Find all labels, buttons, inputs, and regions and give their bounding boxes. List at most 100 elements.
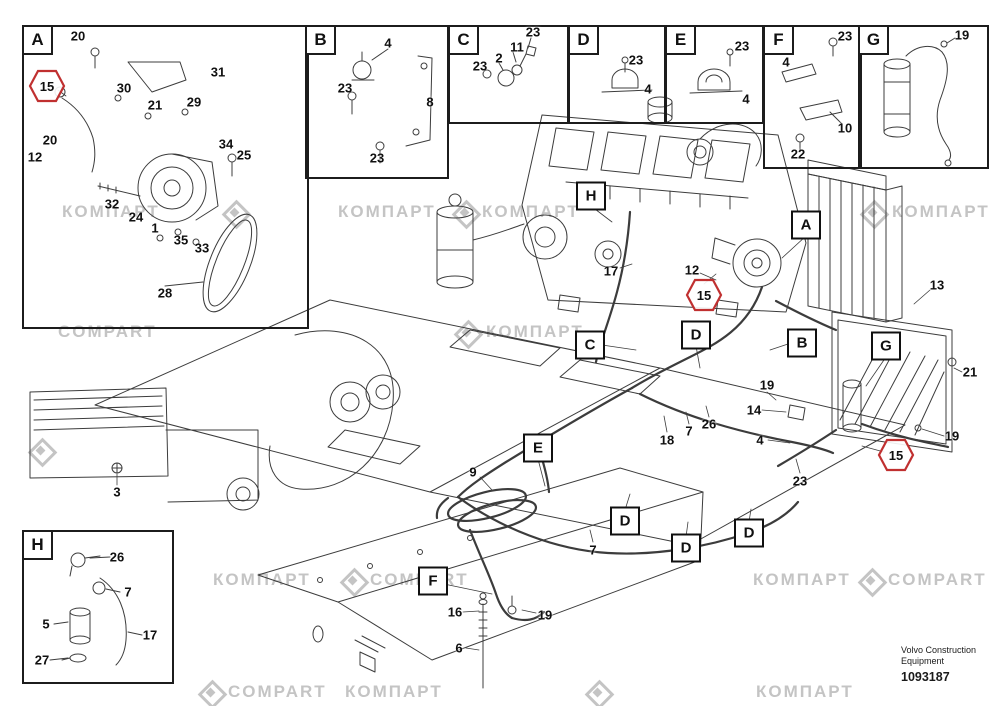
brand-name-line1: Volvo Construction bbox=[901, 645, 977, 655]
inset-label-F: F bbox=[763, 25, 794, 55]
inset-f-art bbox=[781, 37, 843, 151]
part-callout-21: 21 bbox=[147, 97, 163, 113]
publisher-block: Volvo Construction Equipment 1093187 bbox=[901, 645, 976, 684]
inset-label-E: E bbox=[665, 25, 696, 55]
compart-text-watermark: КОМПАРТ bbox=[62, 202, 160, 221]
ref-marker-F: F bbox=[418, 566, 448, 596]
ref-marker-H: H bbox=[576, 181, 606, 211]
ref-marker-G: G bbox=[871, 331, 901, 361]
inset-box-G: G bbox=[858, 25, 989, 169]
ref-marker-D: D bbox=[681, 320, 711, 350]
fitting-line-art bbox=[478, 592, 517, 689]
compart-text-watermark: COMPART bbox=[888, 570, 987, 589]
inset-box-C: C bbox=[448, 25, 569, 124]
part-callout-10: 10 bbox=[837, 120, 853, 136]
inset-label-H: H bbox=[22, 530, 53, 560]
part-callout-34: 34 bbox=[218, 136, 234, 152]
part-callout-23: 23 bbox=[792, 473, 808, 489]
inset-a-art bbox=[54, 47, 258, 313]
compart-text-watermark: КОМПАРТ bbox=[753, 570, 851, 589]
part-callout-35: 35 bbox=[173, 232, 189, 248]
part-callout-30: 30 bbox=[116, 80, 132, 96]
part-callout-25: 25 bbox=[236, 147, 252, 163]
doc-number: 1093187 bbox=[901, 670, 950, 684]
part-callout-26: 26 bbox=[109, 549, 125, 565]
part-callout-13: 13 bbox=[929, 277, 945, 293]
compart-text-watermark: КОМПАРТ bbox=[482, 202, 580, 221]
part-callout-27: 27 bbox=[34, 652, 50, 668]
part-callout-4: 4 bbox=[742, 91, 750, 107]
hexagon-outline bbox=[685, 278, 723, 312]
hexagon-outline bbox=[28, 69, 66, 103]
inset-d-art bbox=[601, 56, 653, 93]
cooling-line-art bbox=[787, 159, 957, 453]
inset-h-art bbox=[49, 552, 143, 666]
part-callout-7: 7 bbox=[589, 542, 597, 558]
ref-marker-D: D bbox=[671, 533, 701, 563]
part-callout-23: 23 bbox=[525, 24, 541, 40]
part-callout-12: 12 bbox=[684, 262, 700, 278]
inset-e-art bbox=[689, 48, 743, 94]
inset-label-B: B bbox=[305, 25, 336, 55]
part-callout-22: 22 bbox=[790, 146, 806, 162]
ref-marker-B: B bbox=[787, 328, 817, 358]
inset-label-D: D bbox=[568, 25, 599, 55]
hex-number: 15 bbox=[888, 447, 904, 463]
part-callout-12: 12 bbox=[27, 149, 43, 165]
inset-box-D: D bbox=[568, 25, 666, 124]
part-callout-23: 23 bbox=[837, 28, 853, 44]
ref-marker-E: E bbox=[523, 433, 553, 463]
part-callout-4: 4 bbox=[384, 35, 392, 51]
ref-marker-D: D bbox=[734, 518, 764, 548]
ref-marker-A: A bbox=[791, 210, 821, 240]
highlight-hexagon-15: 15 bbox=[877, 438, 915, 472]
inset-label-C: C bbox=[448, 25, 479, 55]
part-callout-16: 16 bbox=[447, 604, 463, 620]
part-callout-14: 14 bbox=[746, 402, 762, 418]
inset-b-art bbox=[347, 48, 433, 164]
ref-marker-D: D bbox=[610, 506, 640, 536]
part-callout-19: 19 bbox=[954, 27, 970, 43]
inset-box-F: F bbox=[763, 25, 862, 169]
ref-marker-C: C bbox=[575, 330, 605, 360]
part-callout-33: 33 bbox=[194, 240, 210, 256]
part-callout-4: 4 bbox=[756, 432, 764, 448]
inset-label-G: G bbox=[858, 25, 889, 55]
part-callout-24: 24 bbox=[128, 209, 144, 225]
compart-text-watermark: КОМПАРТ bbox=[345, 682, 443, 701]
part-callout-20: 20 bbox=[42, 132, 58, 148]
part-callout-1: 1 bbox=[151, 220, 159, 236]
brand-name-line2: Equipment bbox=[901, 656, 945, 666]
part-callout-31: 31 bbox=[210, 64, 226, 80]
part-callout-26: 26 bbox=[701, 416, 717, 432]
part-callout-20: 20 bbox=[70, 28, 86, 44]
inset-g-art bbox=[883, 37, 956, 167]
part-callout-6: 6 bbox=[455, 640, 463, 656]
part-callout-23: 23 bbox=[734, 38, 750, 54]
part-callout-5: 5 bbox=[42, 616, 50, 632]
compart-text-watermark: COMPART bbox=[58, 322, 157, 341]
part-callout-18: 18 bbox=[659, 432, 675, 448]
part-callout-3: 3 bbox=[113, 484, 121, 500]
hexagon-outline bbox=[877, 438, 915, 472]
part-callout-19: 19 bbox=[759, 377, 775, 393]
part-callout-17: 17 bbox=[603, 263, 619, 279]
compart-text-watermark: КОМПАРТ bbox=[486, 322, 584, 341]
inset-c-art bbox=[482, 37, 537, 87]
inset-box-B: B bbox=[305, 25, 449, 179]
part-callout-4: 4 bbox=[782, 54, 790, 70]
part-callout-23: 23 bbox=[369, 150, 385, 166]
compart-text-watermark: COMPART bbox=[228, 682, 327, 701]
inset-label-A: A bbox=[22, 25, 53, 55]
part-callout-21: 21 bbox=[962, 364, 978, 380]
part-callout-17: 17 bbox=[142, 627, 158, 643]
compart-text-watermark: КОМПАРТ bbox=[338, 202, 436, 221]
highlight-hexagon-15: 15 bbox=[28, 69, 66, 103]
part-callout-23: 23 bbox=[472, 58, 488, 74]
part-callout-7: 7 bbox=[685, 423, 693, 439]
part-callout-9: 9 bbox=[469, 464, 477, 480]
part-callout-28: 28 bbox=[157, 285, 173, 301]
part-callout-11: 11 bbox=[510, 39, 524, 55]
